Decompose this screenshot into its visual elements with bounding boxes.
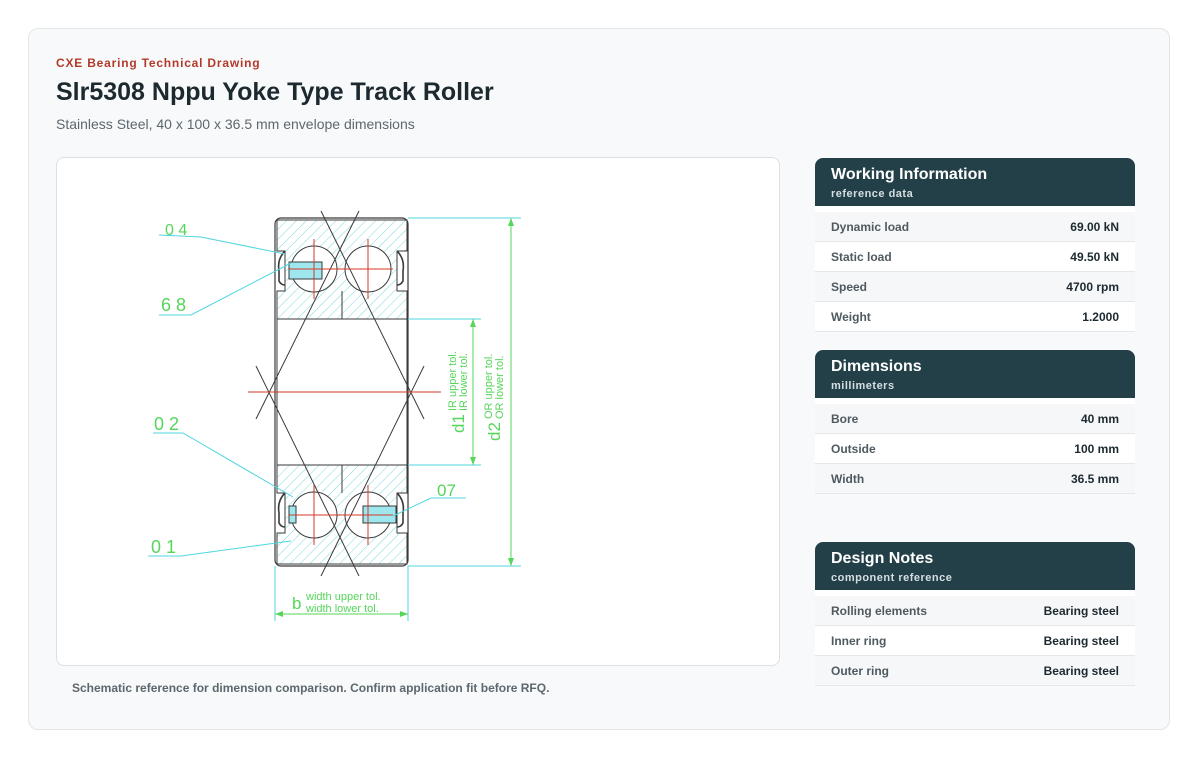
d2-symbol: d2 [485, 422, 504, 441]
dim-label: Bore [831, 411, 859, 426]
note-row-outer-ring: Outer ring Bearing steel [815, 656, 1135, 686]
dim-label: Width [831, 471, 865, 486]
note-row-inner-ring: Inner ring Bearing steel [815, 626, 1135, 656]
spec-value: 1.2000 [1082, 309, 1119, 324]
spec-value: 49.50 kN [1070, 249, 1119, 264]
contact-line-1 [255, 365, 360, 577]
dim-label: Outside [831, 441, 876, 456]
spec-label: Dynamic load [831, 219, 910, 234]
note-value: Bearing steel [1043, 663, 1119, 678]
note-value: Bearing steel [1043, 603, 1119, 618]
bearing-drawing: 0 4 6 8 0 2 0 1 07 d1 IR upper tol. IR l… [148, 210, 521, 621]
dim-row-outside: Outside 100 mm [815, 434, 1135, 464]
b-lower-tol: width lower tol. [305, 603, 379, 615]
label-part-07: 07 [437, 481, 456, 500]
label-part-68: 6 8 [161, 295, 186, 315]
note-label: Outer ring [831, 663, 890, 678]
notes-panel-subtitle: component reference [831, 572, 953, 584]
seal-lip-top-right [396, 250, 405, 286]
spec-label: Speed [831, 279, 868, 294]
seal-lip-bottom-right [396, 492, 405, 528]
working-panel-title: Working Information [831, 166, 988, 183]
b-upper-tol: width upper tol. [305, 591, 381, 603]
spec-label: Static load [831, 249, 892, 264]
page-subtitle: Stainless Steel, 40 x 100 x 36.5 mm enve… [56, 116, 415, 132]
label-part-02: 0 2 [154, 414, 179, 434]
page-title: Slr5308 Nppu Yoke Type Track Roller [56, 78, 494, 106]
working-panel-header: Working Information reference data [815, 158, 1135, 206]
spec-row-static-load: Static load 49.50 kN [815, 242, 1135, 272]
note-row-rolling-elements: Rolling elements Bearing steel [815, 596, 1135, 626]
d2-lower-tol: OR lower tol. [494, 355, 506, 419]
d1-symbol: d1 [449, 414, 468, 433]
note-value: Bearing steel [1043, 633, 1119, 648]
contact-line-2 [320, 365, 425, 577]
note-label: Rolling elements [831, 603, 928, 618]
dim-value: 36.5 mm [1070, 471, 1119, 486]
technical-drawing-frame: 0 4 6 8 0 2 0 1 07 d1 IR upper tol. IR l… [56, 157, 780, 666]
design-notes-panel: Design Notes component reference Rolling… [815, 542, 1135, 686]
dim-row-bore: Bore 40 mm [815, 404, 1135, 434]
dimensions-panel-title: Dimensions [831, 358, 922, 375]
d1-upper-tol: IR upper tol. [447, 351, 459, 411]
label-part-01: 0 1 [151, 537, 176, 557]
working-information-panel: Working Information reference data Dynam… [815, 158, 1135, 332]
spec-label: Weight [831, 309, 871, 324]
label-part-04: 0 4 [165, 222, 187, 239]
dim-value: 40 mm [1080, 411, 1119, 426]
note-label: Inner ring [831, 633, 887, 648]
dimension-arrows [275, 218, 514, 617]
seal-lip-bottom-left [277, 492, 286, 528]
dimension-lines [148, 217, 521, 621]
seal-top [288, 261, 323, 280]
dimensions-panel-subtitle: millimeters [831, 380, 895, 392]
dimensions-panel: Dimensions millimeters Bore 40 mm Outside… [815, 350, 1135, 494]
notes-panel-header: Design Notes component reference [815, 542, 1135, 590]
spec-row-weight: Weight 1.2000 [815, 302, 1135, 332]
dim-row-width: Width 36.5 mm [815, 464, 1135, 494]
working-panel-subtitle: reference data [831, 188, 914, 200]
spec-value: 4700 rpm [1066, 279, 1119, 294]
drawing-caption: Schematic reference for dimension compar… [72, 681, 550, 695]
contact-line-3 [255, 210, 360, 420]
spec-row-speed: Speed 4700 rpm [815, 272, 1135, 302]
b-symbol: b [292, 594, 301, 613]
eyebrow-label: CXE Bearing Technical Drawing [56, 56, 261, 70]
dimensions-panel-header: Dimensions millimeters [815, 350, 1135, 398]
contact-line-4 [320, 210, 425, 420]
spec-row-dynamic-load: Dynamic load 69.00 kN [815, 212, 1135, 242]
d2-upper-tol: OR upper tol. [483, 354, 495, 419]
seal-lip-top-left [277, 250, 286, 286]
dim-value: 100 mm [1074, 441, 1119, 456]
notes-panel-title: Design Notes [831, 550, 934, 567]
spec-value: 69.00 kN [1070, 219, 1119, 234]
d1-lower-tol: IR lower tol. [458, 353, 470, 411]
